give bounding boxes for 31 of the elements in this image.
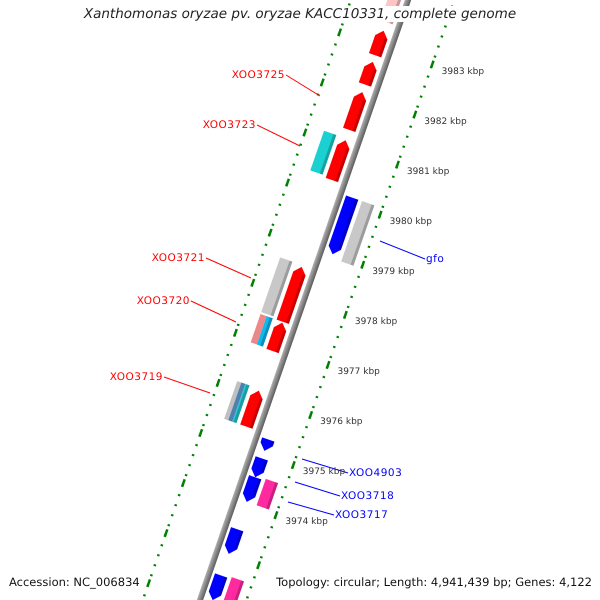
leader-line (288, 502, 334, 516)
scale-label: 3979 kbp (372, 267, 415, 278)
scale-label: 3978 kbp (354, 317, 398, 328)
scale-label: 3980 kbp (390, 217, 432, 228)
leader-line (190, 300, 236, 322)
scale-label: 3976 kbp (320, 417, 363, 428)
scale-label: 3981 kbp (406, 166, 450, 178)
gene-label: XOO3720 (136, 295, 190, 307)
gene-label: XOO3718 (341, 490, 394, 502)
gene-label: XOO3723 (202, 119, 256, 131)
scale-label: 3983 kbp (442, 66, 484, 78)
scale-label: 3982 kbp (424, 116, 467, 128)
leader-line (286, 74, 320, 96)
gene-label: XOO4903 (349, 467, 402, 479)
leader-line (256, 124, 300, 146)
leader-line (294, 482, 340, 496)
gene-label: XOO3717 (335, 509, 388, 521)
gene-label: XOO3719 (110, 371, 163, 383)
scale-label: 3975 kbp (302, 467, 346, 478)
title: Xanthomonas oryzae pv. oryzae KACC10331, complete genome (82, 6, 518, 22)
gene-label: gfo (426, 253, 444, 265)
leader-line (206, 258, 252, 278)
leader-line (164, 376, 210, 394)
genome-summary-text: Topology: circular; Length: 4,941,439 bp; Genes: 4,122 (276, 575, 592, 589)
leader-line (380, 240, 426, 260)
gene-label: XOO3725 (232, 69, 285, 81)
leader-line (302, 458, 348, 474)
gene-label: XOO3721 (152, 252, 205, 264)
scale-label: 3977 kbp (337, 367, 380, 378)
scale-label: 3974 kbp (285, 517, 328, 528)
accession-text: Accession: NC_006834 (9, 575, 140, 589)
